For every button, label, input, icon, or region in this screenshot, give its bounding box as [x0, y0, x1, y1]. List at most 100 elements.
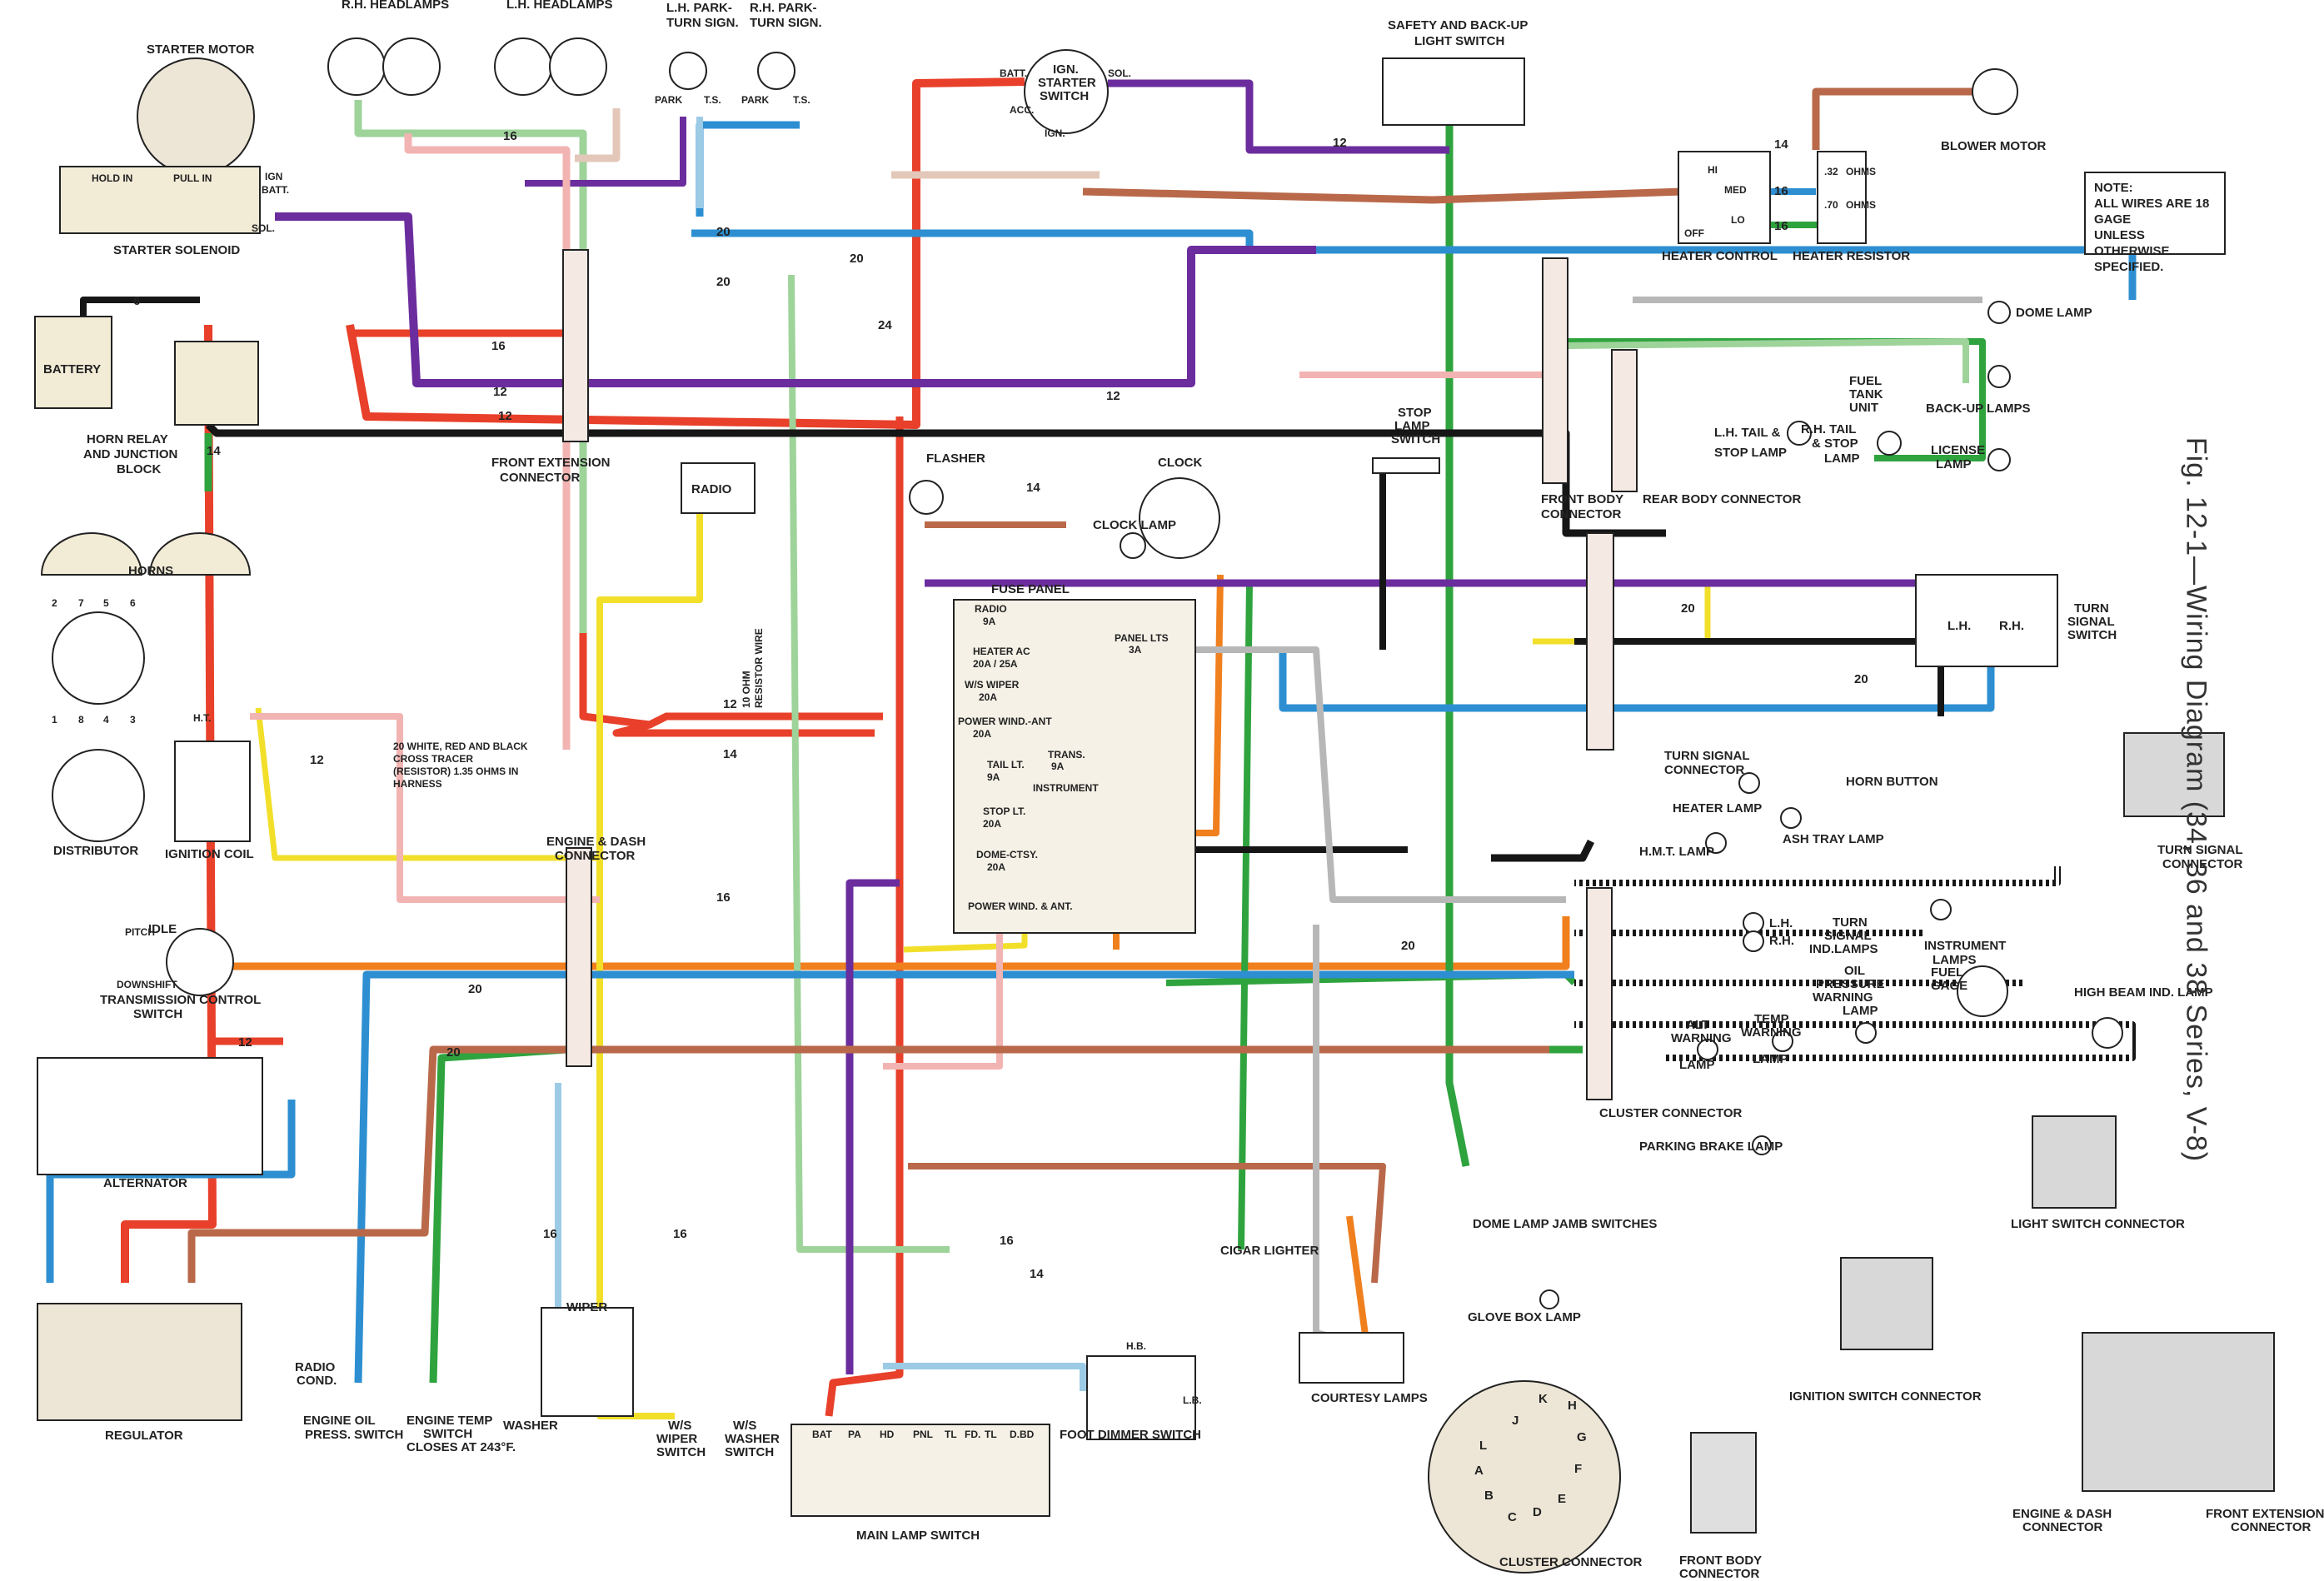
clock-icon: [1139, 477, 1220, 559]
foot-dimmer-box: [1086, 1355, 1196, 1440]
light-switch-conn-label: LIGHT SWITCH CONNECTOR: [2011, 1217, 2185, 1231]
heater-control-label: HEATER CONTROL: [1662, 249, 1778, 263]
wire-green-panel: [1238, 582, 1253, 1250]
safety-switch-box: [1382, 57, 1525, 126]
ash-tray-lamp-icon: [1780, 807, 1802, 829]
horns-label: HORNS: [128, 564, 173, 578]
glove-box-label: GLOVE BOX LAMP: [1468, 1310, 1581, 1324]
wire-yellow-radio: [596, 508, 703, 1419]
trans-control-label-2: SWITCH: [133, 1007, 182, 1021]
radio-box: [681, 462, 756, 514]
gauge-16-a: 16: [503, 129, 517, 143]
cross-tracer-1: 20 WHITE, RED AND BLACK: [393, 741, 528, 752]
instrument-lamp-icon: [1930, 899, 1952, 920]
sol-batt-term: BATT.: [262, 184, 289, 196]
oil-lamp-label-4: LAMP: [1843, 1004, 1878, 1018]
cluster-letter-a: A: [1474, 1464, 1484, 1478]
wire-lightblue-dimmer: [883, 1363, 1086, 1391]
rear-body-connector-box: [1611, 349, 1638, 492]
wire-purple-starter: [275, 212, 1316, 387]
fuse-4-amp: 20A: [973, 728, 991, 740]
fuse-trans-amp: 9A: [1051, 761, 1065, 772]
cluster-letter-c: C: [1508, 1510, 1517, 1524]
trans-switch-icon: [166, 928, 234, 996]
wire-purple-park: [525, 117, 686, 187]
lamp-icons: [1539, 301, 2123, 1309]
ignition-coil-box: [174, 741, 251, 842]
alt-lamp-label-1: ALT: [1686, 1018, 1709, 1032]
alternator-box: [37, 1057, 263, 1175]
rh-tail-label-1: R.H. TAIL: [1801, 422, 1856, 436]
fuse-panel-lts-name: PANEL LTS: [1115, 632, 1169, 644]
heater-lamp-icon: [1738, 772, 1760, 794]
fuse-5-name: TAIL LT.: [987, 759, 1025, 771]
radio-cond-label-1: RADIO: [295, 1360, 336, 1374]
wire-red-diag: [647, 712, 883, 729]
horn-relay-label-3: BLOCK: [117, 462, 161, 476]
wire-brown-regulator: [187, 1045, 1549, 1283]
wire-orange-trans: [233, 916, 1570, 970]
clock-lamp-label: CLOCK LAMP: [1093, 518, 1176, 532]
wire-gage-note: NOTE: ALL WIRES ARE 18 GAGE UNLESS OTHER…: [2084, 172, 2226, 274]
lh-park-label-1: L.H. PARK-: [666, 1, 732, 15]
wire-yellow-ign: [255, 707, 600, 861]
rh-tail-label-3: LAMP: [1824, 451, 1860, 466]
wire-brown-main: [908, 1163, 1386, 1284]
front-ext-photo-label-1: FRONT EXTENSION: [2206, 1507, 2324, 1521]
front-body-connector-box: [1542, 257, 1568, 484]
horn-button-label: HORN BUTTON: [1846, 775, 1938, 789]
engine-temp-label-2: SWITCH: [423, 1427, 472, 1441]
regulator-label: REGULATOR: [105, 1429, 183, 1443]
gauge-20-h: 20: [1401, 939, 1415, 953]
pull-in-label: PULL IN: [173, 172, 212, 184]
fuse-1-amp: 9A: [983, 616, 996, 627]
wire-gray-fuse: [1191, 646, 1566, 903]
starter-motor-icon: [137, 57, 255, 176]
horn-left-icon: [40, 532, 143, 576]
note-line-1: NOTE:: [2094, 181, 2133, 195]
fuse-3-amp: 20A: [979, 691, 997, 703]
wire-pink-hl: [404, 133, 571, 750]
fuel-gage-label-2: GAGE: [1931, 979, 1967, 993]
ign-batt-term: BATT.: [1000, 67, 1027, 79]
fuse-instrument-name: INSTRUMENT: [1033, 782, 1099, 794]
backup-lamp-icon: [1987, 365, 2011, 388]
pitch-label: PITCH: [125, 926, 155, 938]
gauge-20-a: 20: [716, 225, 731, 239]
lb-term: L.B.: [1183, 1394, 1202, 1406]
horn-relay-label-2: AND JUNCTION: [83, 447, 177, 461]
gauge-20-b: 20: [716, 275, 731, 289]
lh-tail-label-2: STOP LAMP: [1714, 446, 1787, 460]
wiper-label: WIPER: [566, 1300, 607, 1314]
wire-pink-main: [883, 900, 1003, 1070]
mls-term-dbd: D.BD: [1010, 1429, 1035, 1440]
battery-box: [34, 316, 112, 409]
wire-tan-lh-hl: [575, 108, 621, 162]
flasher-icon: [909, 480, 944, 515]
turn-switch-label-2: SIGNAL: [2067, 615, 2115, 629]
coil-ht-term: H.T.: [193, 712, 211, 724]
rh-turn-ind-icon: [1743, 930, 1764, 952]
gauge-14-c: 14: [723, 747, 737, 761]
idle-label: IDLE: [148, 922, 177, 936]
high-beam-lamp-icon: [2092, 1017, 2123, 1049]
cluster-connector-box: [1586, 887, 1613, 1100]
rear-body-label: REAR BODY CONNECTOR: [1643, 492, 1801, 506]
alt-lamp-label-2: WARNING: [1671, 1031, 1732, 1045]
alt-lamp-label-3: LAMP: [1679, 1058, 1715, 1072]
wire-blue-main: [354, 970, 1574, 1384]
wire-black-battery: [80, 297, 200, 317]
heater-lamp-label: HEATER LAMP: [1673, 801, 1762, 815]
dist-num-5: 5: [103, 597, 109, 609]
gauge-16-d: 16: [1774, 219, 1788, 233]
gauge-20-g: 20: [446, 1045, 461, 1060]
mls-term-tl-1: TL: [945, 1429, 957, 1440]
gauge-12-f: 12: [310, 753, 324, 767]
gauge-12-g: 12: [238, 1035, 252, 1050]
horn-right-icon: [148, 532, 252, 576]
ignition-coil-label: IGNITION COIL: [165, 847, 254, 861]
mls-term-bat: BAT: [812, 1429, 832, 1440]
lh-headlamp-1-icon: [494, 37, 552, 96]
cross-tracer-4: HARNESS: [393, 778, 442, 790]
cluster-letter-k: K: [1539, 1392, 1548, 1406]
